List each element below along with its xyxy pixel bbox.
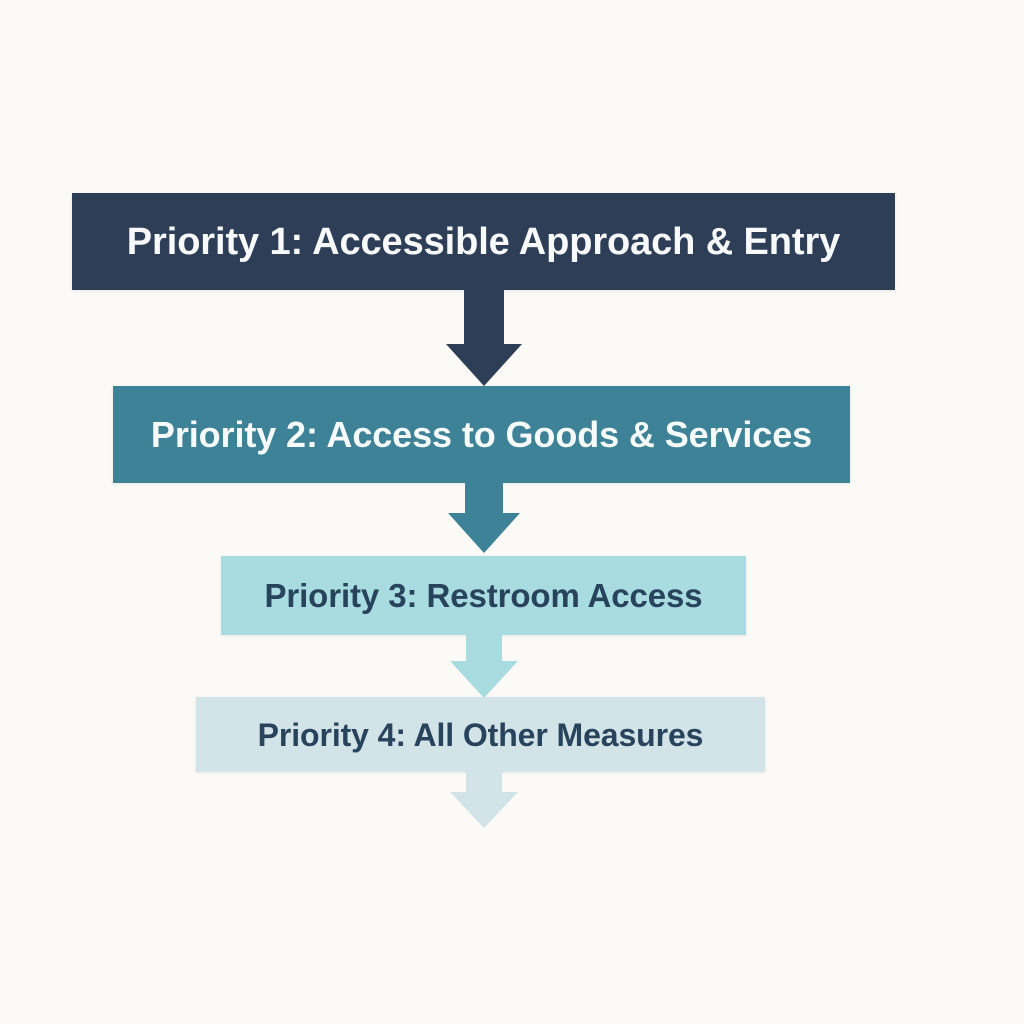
arrow-down-icon-connector-1 xyxy=(446,288,522,386)
arrow-shaft xyxy=(464,288,504,344)
arrow-head xyxy=(450,792,518,828)
arrow-head xyxy=(448,513,520,553)
arrow-head xyxy=(450,661,518,698)
flow-step-label: Priority 3: Restroom Access xyxy=(264,577,703,614)
flow-step-priority-1[interactable]: Priority 1: Accessible Approach & Entry xyxy=(72,193,895,290)
arrow-down-icon-connector-2 xyxy=(448,481,520,553)
arrow-down-icon-connector-3 xyxy=(450,633,518,698)
arrow-head xyxy=(446,344,522,386)
arrow-shaft xyxy=(466,633,502,661)
arrow-down-icon-connector-4 xyxy=(450,770,518,828)
flow-step-label: Priority 4: All Other Measures xyxy=(257,716,704,753)
flow-step-label: Priority 1: Accessible Approach & Entry xyxy=(126,220,841,263)
flow-step-priority-2[interactable]: Priority 2: Access to Goods & Services xyxy=(113,386,850,483)
flow-step-priority-4[interactable]: Priority 4: All Other Measures xyxy=(196,697,765,772)
arrow-shaft xyxy=(465,481,503,513)
flow-step-label: Priority 2: Access to Goods & Services xyxy=(150,413,813,455)
flow-step-priority-3[interactable]: Priority 3: Restroom Access xyxy=(221,556,746,635)
arrow-shaft xyxy=(466,770,502,792)
